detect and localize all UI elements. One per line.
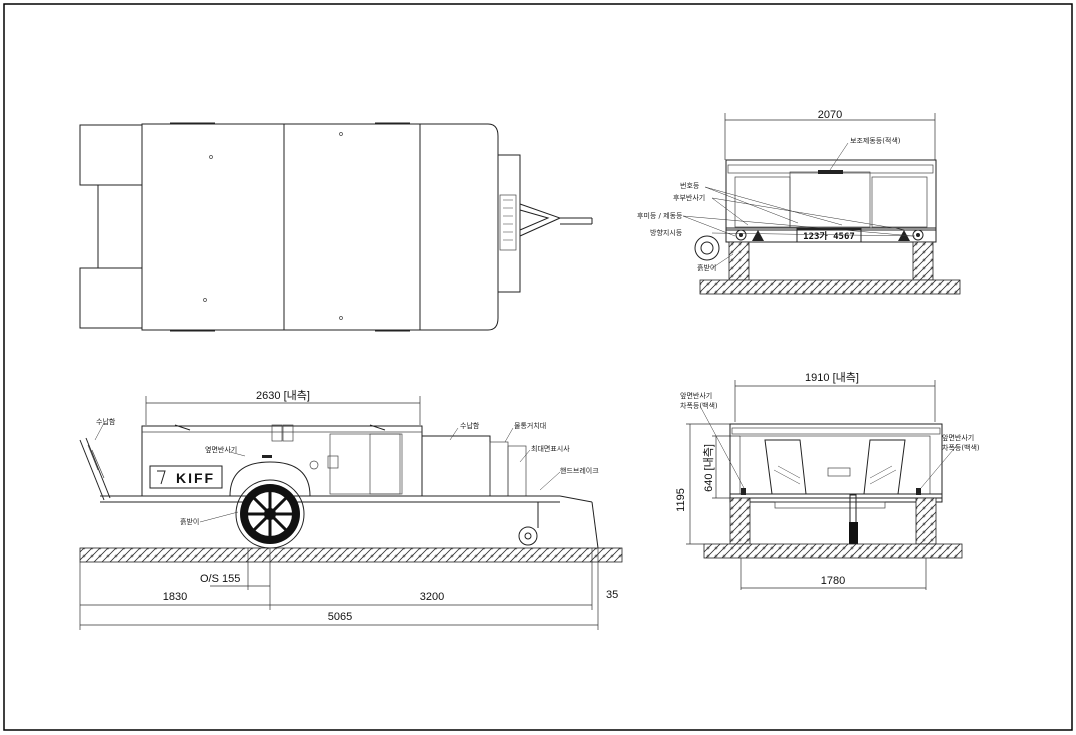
label-front-reflector-left: 앞면반사기 xyxy=(680,391,712,400)
label-tail-brake-light: 후미등 / 제동등 xyxy=(637,211,683,220)
dim-overhang: O/S 155 xyxy=(200,573,240,585)
label-storage-front: 수납함 xyxy=(96,417,116,426)
label-jerrycan-holder: 물통거치대 xyxy=(514,421,546,430)
brand-panel xyxy=(149,465,223,489)
front-track-dim: 1780 xyxy=(821,575,845,587)
label-width-light-left: 차폭등(백색) xyxy=(680,401,718,410)
label-side-reflector: 옆면반사기 xyxy=(205,445,237,454)
label-hand-brake: 핸드브레이크 xyxy=(560,466,599,475)
side-view: 2630 [내측] KIFF xyxy=(79,389,623,630)
rear-view: 2070 123가 4567 xyxy=(637,109,961,295)
top-view xyxy=(79,122,593,332)
label-plate-light: 번호등 xyxy=(680,181,700,190)
front-view: 1910 [내측] 1195 640 [내측] xyxy=(675,371,980,590)
label-turn-signal: 방향지시등 xyxy=(650,228,683,237)
front-inner-width-dim: 1910 [내측] xyxy=(805,371,859,384)
label-width-light-right: 차폭등(백색) xyxy=(942,443,980,452)
label-rear-mudguard: 흙받이 xyxy=(697,263,716,272)
side-inner-length-dim: 2630 [내측] xyxy=(256,389,310,402)
rear-width-dim: 2070 xyxy=(818,109,842,121)
front-height-dim: 1195 xyxy=(675,488,687,512)
label-max-width-marker: 최대면표시사 xyxy=(531,444,570,453)
label-side-mudguard: 흙받이 xyxy=(180,517,199,526)
license-plate: 123가 4567 xyxy=(803,230,855,242)
dim-hitch-offset: 35 xyxy=(606,589,618,601)
brand-kiff: KIFF xyxy=(176,470,215,486)
label-rear-reflector: 후부반사기 xyxy=(673,193,705,202)
dim-rear-length: 1830 xyxy=(163,591,187,603)
sheet-border xyxy=(3,3,1073,731)
dim-total-length: 5065 xyxy=(328,611,352,623)
label-storage-rear: 수납함 xyxy=(460,421,480,430)
front-inner-height-dim: 640 [내측] xyxy=(702,444,715,492)
dim-wheelbase-hitch: 3200 xyxy=(420,591,444,603)
label-aux-brake-light: 보조제동등(적색) xyxy=(850,136,901,145)
label-front-reflector-right: 앞면반사기 xyxy=(942,433,974,442)
